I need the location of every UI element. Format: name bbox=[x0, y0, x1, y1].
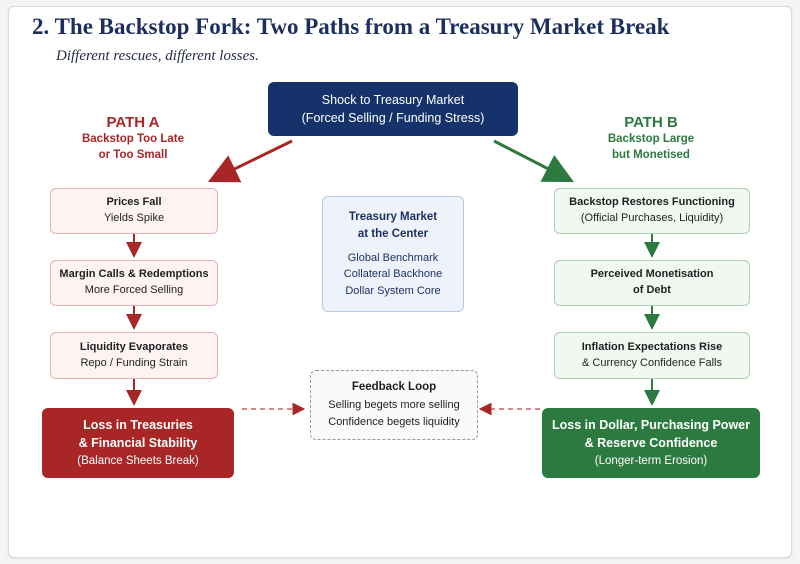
path-b-step-2-detail: of Debt bbox=[633, 284, 671, 296]
center-title-2: at the Center bbox=[357, 228, 429, 241]
feedback-loop-box: Feedback Loop Selling begets more sellin… bbox=[310, 370, 478, 440]
center-box: Treasury Market at the Center Global Ben… bbox=[322, 196, 464, 312]
path-a-step-2-detail: More Forced Selling bbox=[84, 284, 184, 296]
path-b-outcome-line3: (Longer-term Erosion) bbox=[594, 455, 708, 468]
path-b-step-1: Backstop Restores Functioning (Official … bbox=[554, 188, 750, 234]
path-b-outcome-line1: Loss in Dollar, Purchasing Power bbox=[552, 417, 750, 432]
arrow-to-path-b bbox=[493, 139, 575, 183]
path-a-step-2-title: Margin Calls & Redemptions bbox=[59, 268, 209, 281]
path-b-sub2: but Monetised bbox=[612, 149, 690, 162]
shock-line2: (Forced Selling / Funding Stress) bbox=[301, 111, 485, 125]
path-a-outcome: Loss in Treasuries & Financial Stability… bbox=[42, 408, 234, 478]
path-b-sub1: Backstop Large bbox=[607, 133, 695, 145]
path-a-step-3-title: Liquidity Evaporates bbox=[79, 340, 189, 353]
center-item: Dollar System Core bbox=[345, 284, 441, 297]
path-b-step-1-detail: (Official Purchases, Liquidity) bbox=[580, 212, 724, 224]
center-title-1: Treasury Market bbox=[348, 211, 438, 223]
shock-box: Shock to Treasury Market (Forced Selling… bbox=[268, 82, 518, 136]
path-b-step-2-title: Perceived Monetisation bbox=[590, 268, 714, 281]
path-b-step-1-title: Backstop Restores Functioning bbox=[569, 196, 735, 209]
page-title: 2. The Backstop Fork: Two Paths from a T… bbox=[32, 14, 670, 39]
path-a-heading: PATH A bbox=[106, 114, 160, 131]
path-a-step-1-title: Prices Fall bbox=[106, 196, 162, 209]
arrow-to-path-a bbox=[207, 139, 293, 183]
shock-line1: Shock to Treasury Market bbox=[321, 92, 465, 107]
path-a-step-2: Margin Calls & Redemptions More Forced S… bbox=[50, 260, 218, 306]
path-b-label: PATH B Backstop Large but Monetised bbox=[586, 114, 716, 163]
path-b-step-3: Inflation Expectations Rise & Currency C… bbox=[554, 332, 750, 379]
path-a-outcome-line2: & Financial Stability bbox=[78, 436, 198, 451]
path-a-step-3-detail: Repo / Funding Strain bbox=[80, 356, 188, 369]
path-a-outcome-line3: (Balance Sheets Break) bbox=[77, 455, 199, 468]
path-a-step-3: Liquidity Evaporates Repo / Funding Stra… bbox=[50, 332, 218, 379]
path-a-label: PATH A Backstop Too Late or Too Small bbox=[68, 114, 198, 163]
path-a-sub1: Backstop Too Late bbox=[81, 133, 185, 145]
feedback-line2: Confidence begets liquidity bbox=[328, 415, 460, 428]
path-b-outcome-line2: & Reserve Confidence bbox=[584, 436, 718, 451]
path-b-outcome: Loss in Dollar, Purchasing Power & Reser… bbox=[542, 408, 760, 478]
path-a-step-1: Prices Fall Yields Spike bbox=[50, 188, 218, 234]
feedback-title: Feedback Loop bbox=[351, 381, 437, 394]
center-item: Global Benchmark bbox=[347, 251, 439, 264]
path-a-outcome-line1: Loss in Treasuries bbox=[83, 417, 193, 432]
page-subtitle: Different rescues, different losses. bbox=[56, 48, 259, 64]
path-a-step-1-detail: Yields Spike bbox=[103, 212, 165, 224]
feedback-line1: Selling begets more selling bbox=[328, 398, 460, 411]
path-b-heading: PATH B bbox=[624, 114, 678, 131]
path-b-step-2: Perceived Monetisation of Debt bbox=[554, 260, 750, 306]
path-a-sub2: or Too Small bbox=[98, 149, 168, 162]
path-b-step-3-title: Inflation Expectations Rise bbox=[581, 340, 723, 353]
center-item: Collateral Backhone bbox=[343, 268, 443, 280]
path-b-step-3-detail: & Currency Confidence Falls bbox=[581, 356, 722, 369]
